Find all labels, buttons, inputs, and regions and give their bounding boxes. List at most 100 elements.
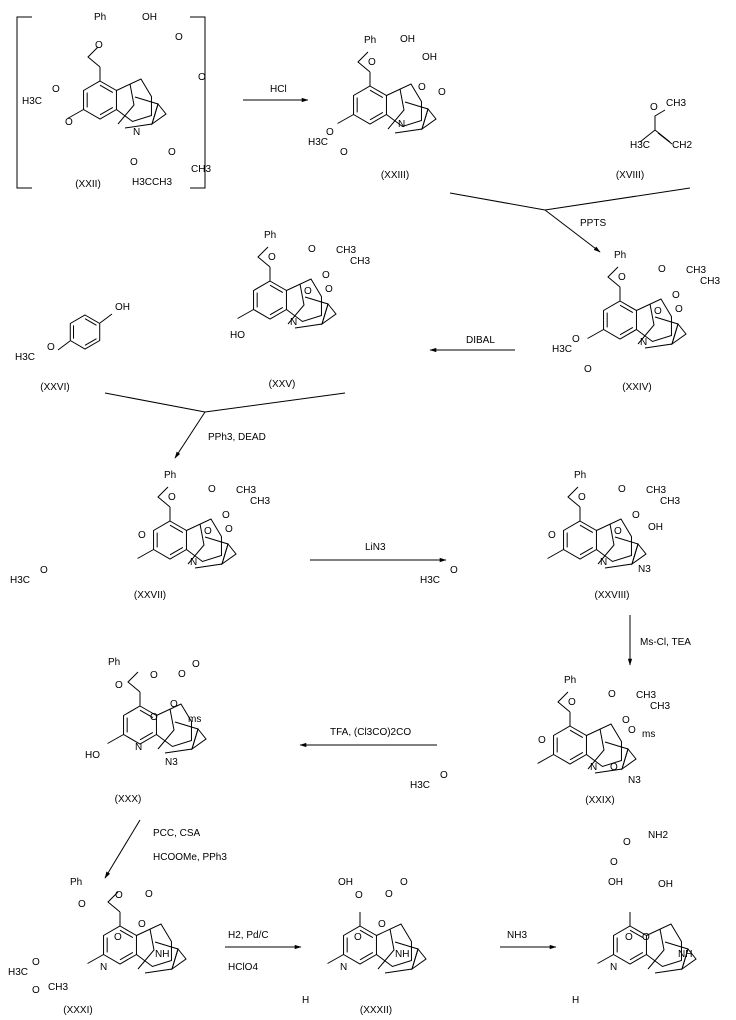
bond (116, 78, 152, 123)
atom-label: N (398, 119, 405, 130)
double-bond (169, 546, 184, 556)
atom-label: O (170, 699, 178, 710)
atom-label: CH3 (48, 982, 68, 993)
atom-label: OH (115, 302, 130, 313)
atom-label: H3C (22, 96, 42, 107)
bond (87, 46, 101, 68)
bond (596, 518, 632, 563)
bond (357, 51, 371, 73)
double-bond (579, 546, 594, 556)
atom-label: CH3 (152, 177, 172, 188)
atom-label: H3C (15, 352, 35, 363)
atom-label: OH (658, 879, 673, 890)
atom-label: H (572, 995, 579, 1006)
atom-label: Ph (364, 35, 376, 46)
atom-label: O (222, 510, 230, 521)
atom-label: O (138, 919, 146, 930)
double-bond (169, 524, 184, 534)
atom-label: O (114, 932, 122, 943)
atom-label: N (290, 317, 297, 328)
bond (547, 507, 639, 569)
atom-label: O (52, 84, 60, 95)
atom-label: O (608, 689, 616, 700)
arrow-connector (449, 192, 546, 211)
double-bond (359, 951, 374, 961)
atom-label: O (610, 762, 618, 773)
compound-label: (XVIII) (616, 170, 644, 181)
bond (257, 246, 271, 268)
compound-label: (XXII) (75, 179, 101, 190)
bond (87, 912, 179, 974)
atom-label: N (190, 557, 197, 568)
atom-label: Ph (574, 470, 586, 481)
double-bond (619, 326, 634, 336)
reagent-label: PCC, CSA (153, 828, 201, 839)
bond (537, 712, 629, 774)
atom-label: Ph (614, 250, 626, 261)
atom-label: ms (188, 714, 201, 725)
atom-label: O (618, 484, 626, 495)
atom-label: O (65, 117, 73, 128)
atom-label: HO (85, 750, 100, 761)
atom-label: O (204, 526, 212, 537)
atom-label: O (378, 919, 386, 930)
bond (639, 109, 671, 143)
compound-label: (XXVI) (40, 382, 69, 393)
three-ring-bond (681, 947, 697, 971)
arrow (174, 411, 206, 459)
double-bond (629, 929, 644, 939)
atom-label: N (590, 762, 597, 773)
ring-bond (69, 314, 101, 350)
atom-label: H3C (308, 137, 328, 148)
reagent-label: PPTS (580, 218, 606, 229)
atom-label: O (675, 304, 683, 315)
bond (636, 298, 672, 343)
atom-label: NH (678, 949, 692, 960)
bond (136, 923, 172, 968)
ring-bond (253, 280, 287, 320)
atom-label: O (150, 670, 158, 681)
atom-label: O (308, 244, 316, 255)
atom-label: O (632, 510, 640, 521)
atom-label: O (618, 272, 626, 283)
double-bond (84, 338, 97, 346)
atom-label: O (622, 715, 630, 726)
double-bond (139, 709, 154, 719)
atom-label: O (340, 147, 348, 158)
three-ring-bond (671, 322, 687, 346)
atom-label: H (302, 995, 309, 1006)
compound-label: (XXVII) (134, 590, 166, 601)
atom-label: H3C (8, 967, 28, 978)
atom-label: Ph (94, 12, 106, 23)
reaction-arrow-lin3: LiN3 (310, 542, 447, 563)
bond (137, 507, 229, 569)
atom-label: O (78, 899, 86, 910)
atom-label: O (168, 147, 176, 158)
atom-label: O (440, 770, 448, 781)
atom-label: O (610, 857, 618, 868)
atom-label: N (100, 962, 107, 973)
atom-label: CH3 (336, 245, 356, 256)
atom-label: O (628, 725, 636, 736)
atom-label: O (385, 889, 393, 900)
compound-label: (XXIX) (585, 795, 614, 806)
atom-label: NH2 (648, 830, 668, 841)
reagent-label: PPh3, DEAD (208, 432, 266, 443)
reaction-arrow-mscl: Ms-Cl, TEA (627, 615, 691, 666)
atom-label: NH (395, 949, 409, 960)
atom-label: O (625, 932, 633, 943)
double-bond (569, 751, 584, 761)
compound-label: (XXVIII) (594, 590, 629, 601)
bond (337, 72, 429, 134)
atom-label: O (168, 492, 176, 503)
atom-label: O (32, 957, 40, 968)
atom-label: Ph (108, 657, 120, 668)
double-bond (119, 951, 134, 961)
arrow-connector (104, 392, 206, 413)
atom-label: O (450, 565, 458, 576)
